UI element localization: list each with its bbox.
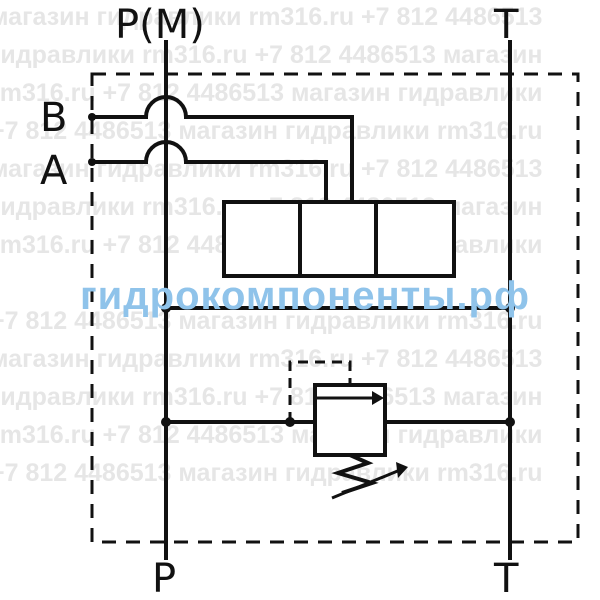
port-label-pm: P(M) bbox=[115, 2, 205, 48]
watermark-line: rm316.ru +7 812 4486513 магазин гидравли… bbox=[0, 79, 542, 107]
junction-dot bbox=[505, 303, 515, 313]
junction-dot bbox=[161, 417, 171, 427]
brand-watermark: гидрокомпоненты.рф bbox=[80, 274, 530, 318]
junction-dot bbox=[505, 417, 515, 427]
watermark-line: +7 812 4486513 магазин гидравлики rm316.… bbox=[0, 459, 542, 487]
port-label-p: P bbox=[152, 556, 176, 600]
watermark-line: rm316.ru +7 812 4486513 магазин гидравли… bbox=[0, 421, 542, 449]
line-a bbox=[92, 140, 328, 202]
junction-dot bbox=[161, 303, 171, 313]
watermark-line: +7 812 4486513 магазин гидравлики rm316.… bbox=[0, 117, 542, 145]
relief-valve bbox=[313, 383, 408, 500]
port-label-b: B bbox=[40, 95, 67, 141]
port-a-dot bbox=[88, 158, 96, 166]
port-label-t-top: T bbox=[493, 2, 519, 48]
dashed-enclosure bbox=[90, 72, 580, 544]
adjust-arrow-head bbox=[396, 462, 408, 478]
valve-body bbox=[222, 200, 456, 278]
pilot-line bbox=[288, 360, 352, 422]
relief-arrow-head bbox=[372, 391, 384, 405]
adjust-arrow bbox=[331, 468, 401, 500]
line-b bbox=[92, 95, 354, 202]
watermark-line: магазин гидравлики rm316.ru +7 812 44865… bbox=[0, 3, 542, 31]
directional-valve bbox=[222, 200, 456, 278]
watermark-line: гидравлики rm316.ru +7 812 4486513 магаз… bbox=[0, 41, 542, 69]
watermark-line: гидравлики rm316.ru +7 812 4486513 магаз… bbox=[0, 383, 542, 411]
port-label-a: A bbox=[40, 148, 68, 194]
port-label-t-bottom: T bbox=[493, 556, 519, 600]
watermark-line: магазин гидравлики rm316.ru +7 812 44865… bbox=[0, 155, 542, 183]
watermark-line: магазин гидравлики rm316.ru +7 812 44865… bbox=[0, 345, 542, 373]
watermark-line: +7 812 4486513 магазин гидравлики rm316.… bbox=[0, 307, 542, 335]
port-b-dot bbox=[88, 113, 96, 121]
